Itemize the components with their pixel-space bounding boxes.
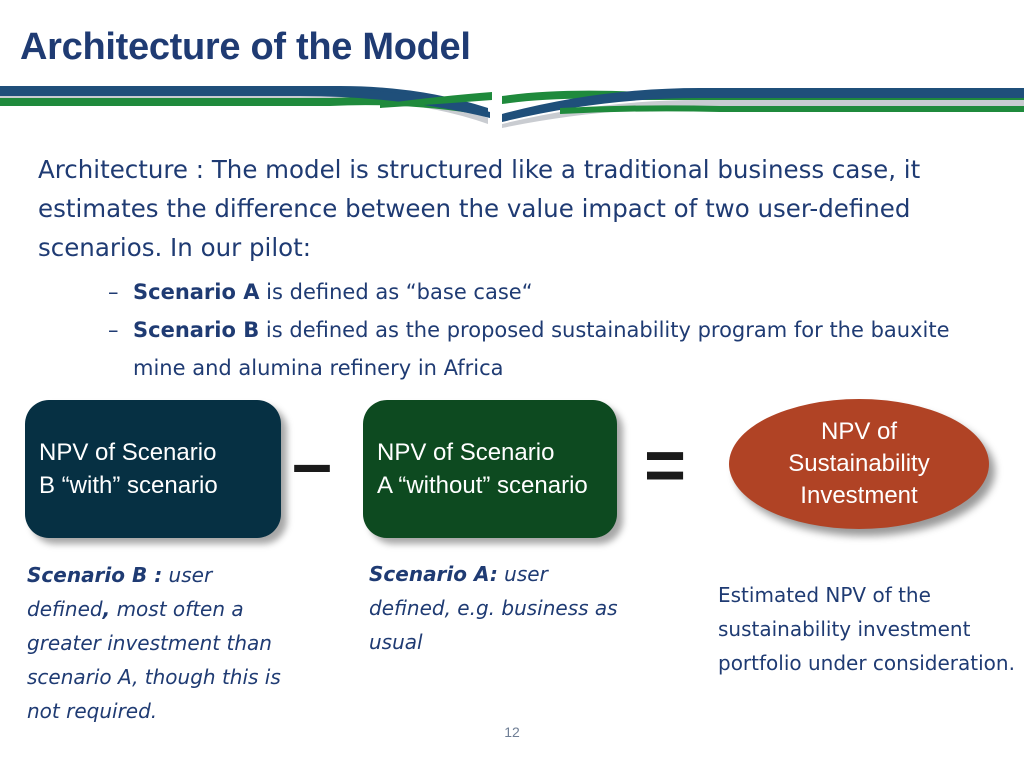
caption-bold-label: Scenario A: — [369, 562, 498, 586]
oval-line: NPV of — [820, 418, 898, 445]
bullet-scenario-a: – Scenario A is defined as “base case“ — [108, 273, 978, 311]
bullet-bold-label: Scenario B — [133, 318, 260, 342]
minus-operator: – — [292, 424, 333, 504]
body-paragraph: Architecture : The model is structured l… — [38, 155, 921, 262]
caption-bold-label: Scenario B : — [27, 563, 163, 587]
caption-text: user defined, e.g. business as usual — [369, 562, 618, 654]
oval-line: Investment — [800, 482, 918, 509]
box-line: B “with” scenario — [39, 472, 218, 499]
npv-scenario-a-box: NPV of Scenario A “without” scenario — [363, 400, 617, 538]
box-line: A “without” scenario — [377, 472, 588, 499]
caption-text: user defined — [27, 563, 213, 621]
decorative-banner — [0, 86, 1024, 128]
caption-comma: , — [102, 597, 111, 621]
bullet-text: is defined as the proposed sustainabilit… — [133, 318, 950, 380]
bullet-dash: – — [108, 318, 119, 342]
box-line: NPV of Scenario — [39, 439, 217, 466]
npv-sustainability-oval: NPV of Sustainability Investment — [729, 399, 989, 529]
bullet-text: is defined as “base case“ — [259, 280, 533, 304]
slide-title: Architecture of the Model — [20, 26, 471, 68]
npv-scenario-b-box: NPV of Scenario B “with” scenario — [25, 400, 281, 538]
equals-operator: = — [644, 426, 687, 506]
caption-text: most often a greater investment than sce… — [27, 597, 281, 723]
caption-npv: Estimated NPV of the sustainability inve… — [718, 583, 1015, 675]
bullet-bold-label: Scenario A — [133, 280, 260, 304]
box-line: NPV of Scenario — [377, 439, 555, 466]
oval-line: Sustainability — [788, 450, 930, 477]
bullet-scenario-b: – Scenario B is defined as the proposed … — [108, 311, 978, 387]
bullet-dash: – — [108, 280, 119, 304]
page-number: 12 — [504, 724, 520, 740]
caption-scenario-b: Scenario B : user defined, most often a … — [27, 558, 287, 728]
caption-scenario-a: Scenario A: user defined, e.g. business … — [369, 557, 629, 659]
bullet-list: – Scenario A is defined as “base case“ –… — [108, 273, 978, 387]
